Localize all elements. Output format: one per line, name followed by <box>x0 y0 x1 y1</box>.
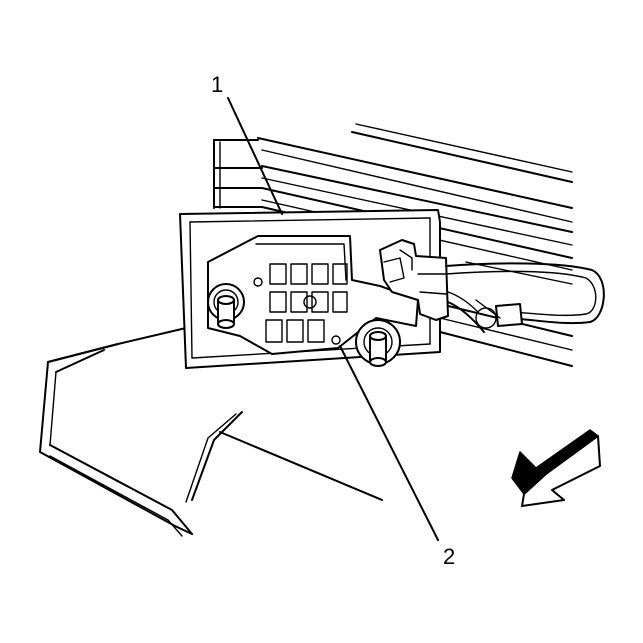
leader-line-1 <box>227 97 283 215</box>
callout-label-1: 1 <box>211 72 224 97</box>
wire-harness <box>445 262 605 333</box>
left-stud <box>207 283 245 329</box>
callout-label-2: 2 <box>443 544 456 569</box>
direction-arrow-icon <box>511 429 601 507</box>
trim-panel <box>39 327 383 537</box>
cell-grid <box>253 263 348 343</box>
mounting-stud-nut <box>331 319 401 367</box>
leader-line-2 <box>339 345 439 541</box>
electrical-connector <box>379 239 449 321</box>
callout-leaders <box>227 97 439 541</box>
sensor-bracket <box>179 209 449 369</box>
